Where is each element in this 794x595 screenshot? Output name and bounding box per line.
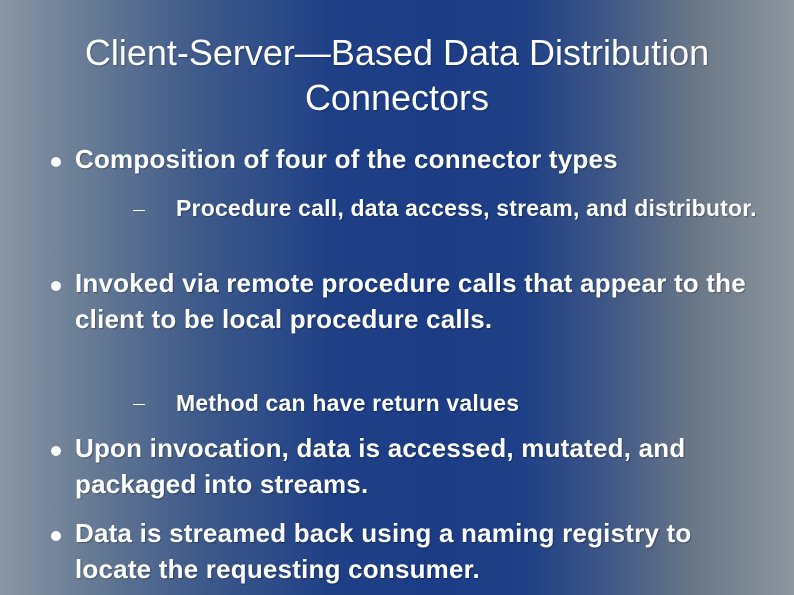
bullet-4: Data is streamed back using a naming reg…	[75, 518, 692, 584]
dash-icon	[133, 210, 145, 211]
bullet-1: Composition of four of the connector typ…	[75, 144, 618, 174]
bullet-icon	[51, 157, 61, 167]
slide-title: Client-Server—Based Data Distribution Co…	[84, 32, 710, 118]
dash-icon	[133, 404, 145, 405]
bullet-icon	[51, 531, 61, 541]
sub-bullet-2: Method can have return values	[176, 390, 520, 416]
bullet-2: Invoked via remote procedure calls that …	[75, 268, 746, 334]
bullet-icon	[51, 446, 61, 456]
bullet-3: Upon invocation, data is accessed, mutat…	[75, 433, 686, 499]
bullet-icon	[51, 281, 61, 291]
sub-bullet-1: Procedure call, data access, stream, and…	[176, 195, 757, 221]
